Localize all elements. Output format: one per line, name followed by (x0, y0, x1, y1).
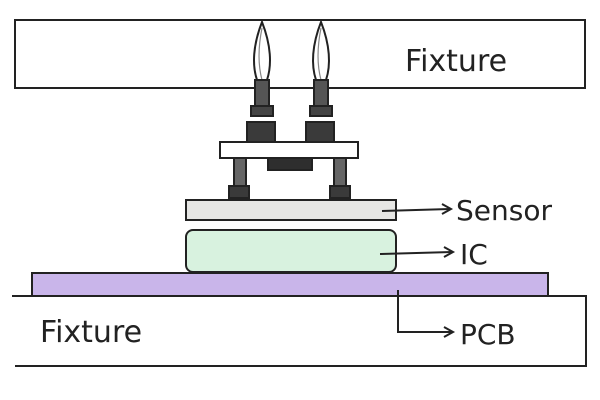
top-fixture-label: Fixture (405, 44, 507, 79)
probe-left-nut (246, 121, 276, 143)
bottom-fixture-block (12, 295, 587, 367)
probe-left-barrel (254, 79, 270, 107)
bottom-fixture: Fixture (12, 295, 587, 367)
probe-right-collar (309, 105, 333, 117)
probe-right-nut (305, 121, 335, 143)
top-fixture-block (14, 19, 586, 89)
probe-right-barrel (313, 79, 329, 107)
bracket (219, 141, 359, 171)
pcb-callout: PCB (397, 290, 516, 351)
bracket-center-block (267, 157, 313, 171)
ic-package (185, 229, 397, 273)
sensor: Sensor (185, 194, 552, 227)
pcb (31, 272, 549, 297)
probe-right (305, 19, 335, 143)
probe-left-collar (250, 105, 274, 117)
sensor-layer (185, 199, 397, 221)
bottom-fixture-label: Fixture (40, 315, 142, 350)
spring-post-right (329, 157, 351, 199)
top-fixture: Fixture (14, 19, 586, 89)
sensor-arrow (381, 208, 451, 212)
ic: IC (185, 229, 488, 273)
ic-arrow (379, 251, 453, 255)
spring-post-left (228, 157, 250, 199)
pcb-arrow (397, 290, 452, 333)
probe-left (246, 19, 276, 143)
ic-label: IC (460, 238, 488, 271)
pcb-board (31, 272, 549, 297)
bracket-plate (219, 141, 359, 159)
pcb-label: PCB (460, 318, 516, 351)
sensor-label: Sensor (456, 194, 552, 227)
